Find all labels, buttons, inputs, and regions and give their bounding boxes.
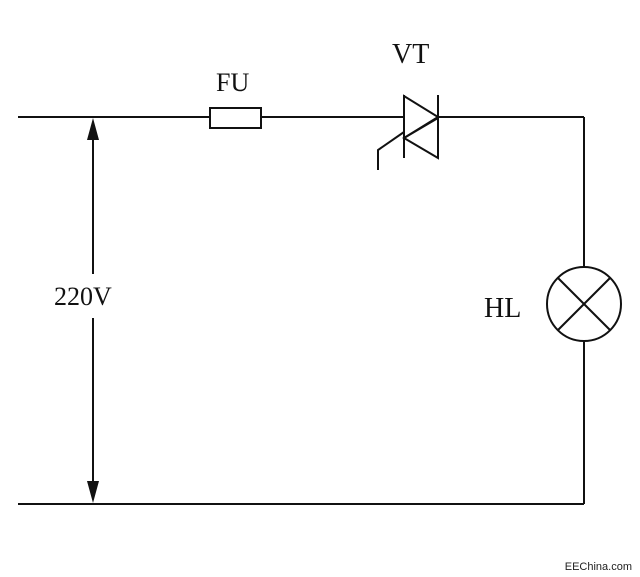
watermark-text: EEChina.com bbox=[565, 561, 632, 573]
triac-gate-lead bbox=[377, 131, 405, 170]
lamp-label: HL bbox=[484, 293, 521, 324]
fuse-symbol bbox=[209, 107, 262, 129]
fuse-label: FU bbox=[216, 68, 249, 97]
lamp-cross-b bbox=[557, 277, 611, 331]
triac-symbol bbox=[377, 94, 440, 170]
arrow-head-up bbox=[87, 118, 99, 140]
triac-label: VT bbox=[392, 39, 429, 70]
voltage-label: 220V bbox=[54, 282, 112, 311]
arrow-head-down bbox=[87, 481, 99, 503]
lamp-symbol bbox=[546, 266, 622, 342]
triac-reverse-triangle bbox=[402, 116, 439, 160]
voltage-arrow bbox=[87, 118, 99, 503]
triac-forward-triangle bbox=[403, 94, 440, 140]
